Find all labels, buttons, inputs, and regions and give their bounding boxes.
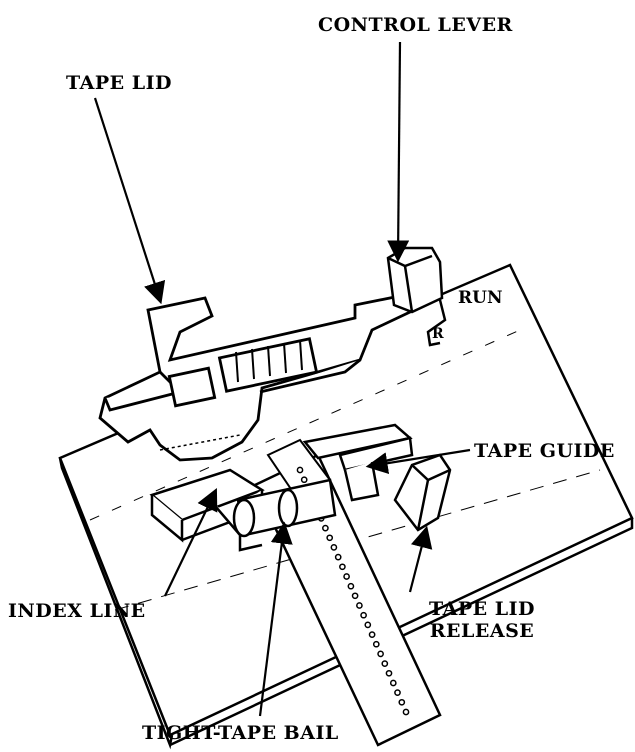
tape-feed-hole [385, 669, 393, 677]
index-line-label: INDEX LINE [8, 600, 146, 622]
tape-feed-hole [339, 563, 346, 571]
tape-lid-label: TAPE LID [66, 72, 172, 94]
tape-feed-hole [377, 650, 384, 658]
tape-lid-release-label: TAPE LID RELEASE [392, 598, 572, 642]
run-label: RUN [458, 288, 503, 308]
leader-control-lever [387, 41, 410, 263]
tape-feed-hole [381, 660, 389, 667]
tape-feed-hole [356, 602, 363, 609]
tight-tape-bail-label: TIGHT-TAPE BAIL [142, 722, 339, 744]
tape-feed-hole [330, 544, 338, 551]
tape-feed-hole [389, 679, 397, 687]
tape-feed-hole [351, 592, 359, 600]
r-mark: R [432, 326, 444, 342]
tape-feed-hole [398, 698, 406, 706]
tape-feed-hole [322, 524, 329, 532]
tape-feed-hole [360, 611, 367, 619]
leader-tight-tape-bail [258, 521, 293, 717]
tape-feed-hole [372, 640, 380, 648]
tape-lid-release-line-1: TAPE LID [429, 598, 535, 620]
leader-lines [93, 41, 471, 717]
leader-tape-guide [365, 448, 471, 475]
tape-lid-release-knob [393, 453, 452, 532]
leader-tape-lid-release [408, 525, 433, 593]
leader-index-line [164, 488, 218, 597]
control-lever-label: CONTROL LEVER [318, 14, 513, 36]
tape-feed-hole [300, 476, 308, 484]
tape-feed-hole [368, 631, 376, 638]
tape-lid-part [98, 294, 413, 462]
tight-tape-bail-part [232, 478, 337, 538]
tape-feed-hole [347, 582, 355, 590]
tape-feed-hole [334, 553, 342, 561]
tape-guide-label: TAPE GUIDE [474, 440, 615, 462]
leader-tape-lid [93, 97, 166, 305]
tape-feed-hole [364, 621, 372, 629]
tape-feed-hole [402, 708, 410, 716]
tape-feed-hole [343, 573, 350, 580]
tape-feed-hole [394, 689, 401, 696]
tape-feed-hole [326, 534, 334, 542]
tape-feed-hole [296, 466, 304, 474]
control-lever-part [386, 246, 447, 347]
tape-lid-release-line-2: RELEASE [429, 620, 535, 642]
